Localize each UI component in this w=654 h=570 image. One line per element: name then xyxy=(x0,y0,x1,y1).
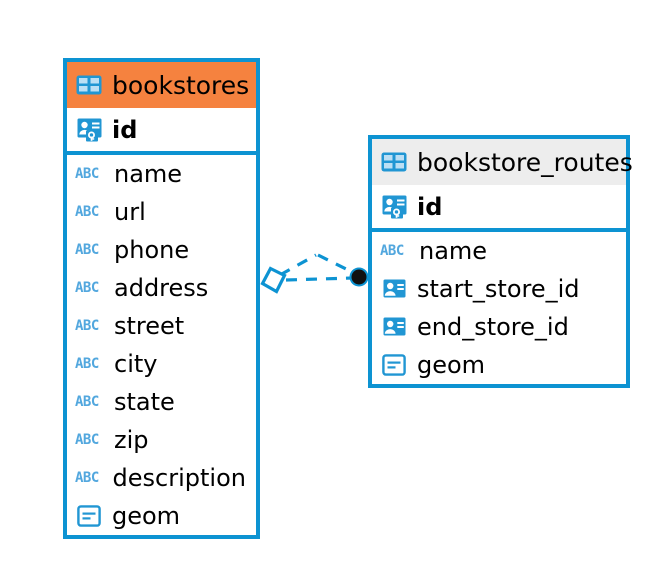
field-row-url[interactable]: ABC url xyxy=(67,193,256,231)
field-row-name[interactable]: ABC name xyxy=(372,232,626,270)
field-row-description[interactable]: ABC description xyxy=(67,459,256,497)
field-label-description: description xyxy=(112,464,246,492)
geometry-icon xyxy=(75,502,103,530)
primary-key-icon xyxy=(75,116,103,144)
field-label-address: address xyxy=(114,274,209,302)
diamond-marker xyxy=(260,266,287,294)
table-icon xyxy=(75,71,103,99)
field-row-primary-key[interactable]: id xyxy=(67,108,256,155)
field-row-name[interactable]: ABC name xyxy=(67,155,256,193)
entity-table-bookstores[interactable]: bookstores id ABC name xyxy=(63,58,260,539)
field-row-primary-key[interactable]: id xyxy=(372,185,626,232)
relationship-line-upper-right xyxy=(317,253,357,276)
field-label-street: street xyxy=(114,312,185,340)
entity-title-bookstore-routes: bookstore_routes xyxy=(417,147,633,177)
field-label-name: name xyxy=(114,160,183,188)
field-row-geom[interactable]: geom xyxy=(67,497,256,535)
relationship-line-straight xyxy=(285,276,354,282)
field-row-address[interactable]: ABC address xyxy=(67,269,256,307)
primary-key-icon xyxy=(380,193,408,221)
abc-text-icon: ABC xyxy=(75,280,99,296)
relationship-line-upper-left xyxy=(279,253,317,277)
field-label-city: city xyxy=(114,350,158,378)
foreign-key-icon xyxy=(380,275,408,303)
field-label-name: name xyxy=(419,237,488,265)
field-label-state: state xyxy=(114,388,175,416)
field-label-phone: phone xyxy=(114,236,190,264)
field-row-state[interactable]: ABC state xyxy=(67,383,256,421)
abc-text-icon: ABC xyxy=(380,243,404,259)
field-label-url: url xyxy=(114,198,146,226)
field-label-id: id xyxy=(112,115,138,144)
field-row-start-store-id[interactable]: start_store_id xyxy=(372,270,626,308)
field-label-id: id xyxy=(417,192,443,221)
field-label-geom: geom xyxy=(417,351,486,379)
entity-header-bookstore-routes[interactable]: bookstore_routes xyxy=(372,139,633,185)
entity-title-bookstores: bookstores xyxy=(112,70,250,100)
field-row-city[interactable]: ABC city xyxy=(67,345,256,383)
entity-table-bookstore-routes[interactable]: bookstore_routes id ABC name xyxy=(368,135,633,388)
geometry-icon xyxy=(380,351,408,379)
entity-header-bookstores[interactable]: bookstores xyxy=(67,62,256,108)
field-row-street[interactable]: ABC street xyxy=(67,307,256,345)
table-icon xyxy=(380,148,408,176)
abc-text-icon: ABC xyxy=(75,204,99,220)
field-row-zip[interactable]: ABC zip xyxy=(67,421,256,459)
field-label-start-store-id: start_store_id xyxy=(417,275,580,303)
abc-text-icon: ABC xyxy=(75,166,99,182)
field-row-end-store-id[interactable]: end_store_id xyxy=(372,308,626,346)
abc-text-icon: ABC xyxy=(75,242,99,258)
abc-text-icon: ABC xyxy=(75,356,99,372)
field-label-geom: geom xyxy=(112,502,181,530)
field-row-phone[interactable]: ABC phone xyxy=(67,231,256,269)
abc-text-icon: ABC xyxy=(75,432,99,448)
foreign-key-icon xyxy=(380,313,408,341)
field-label-end-store-id: end_store_id xyxy=(417,313,569,341)
relationship-connector[interactable] xyxy=(250,240,385,320)
filled-circle-marker xyxy=(349,267,369,287)
field-row-geom[interactable]: geom xyxy=(372,346,626,384)
abc-text-icon: ABC xyxy=(75,394,99,410)
abc-text-icon: ABC xyxy=(75,318,99,334)
field-label-zip: zip xyxy=(114,426,149,454)
abc-text-icon: ABC xyxy=(75,470,99,486)
